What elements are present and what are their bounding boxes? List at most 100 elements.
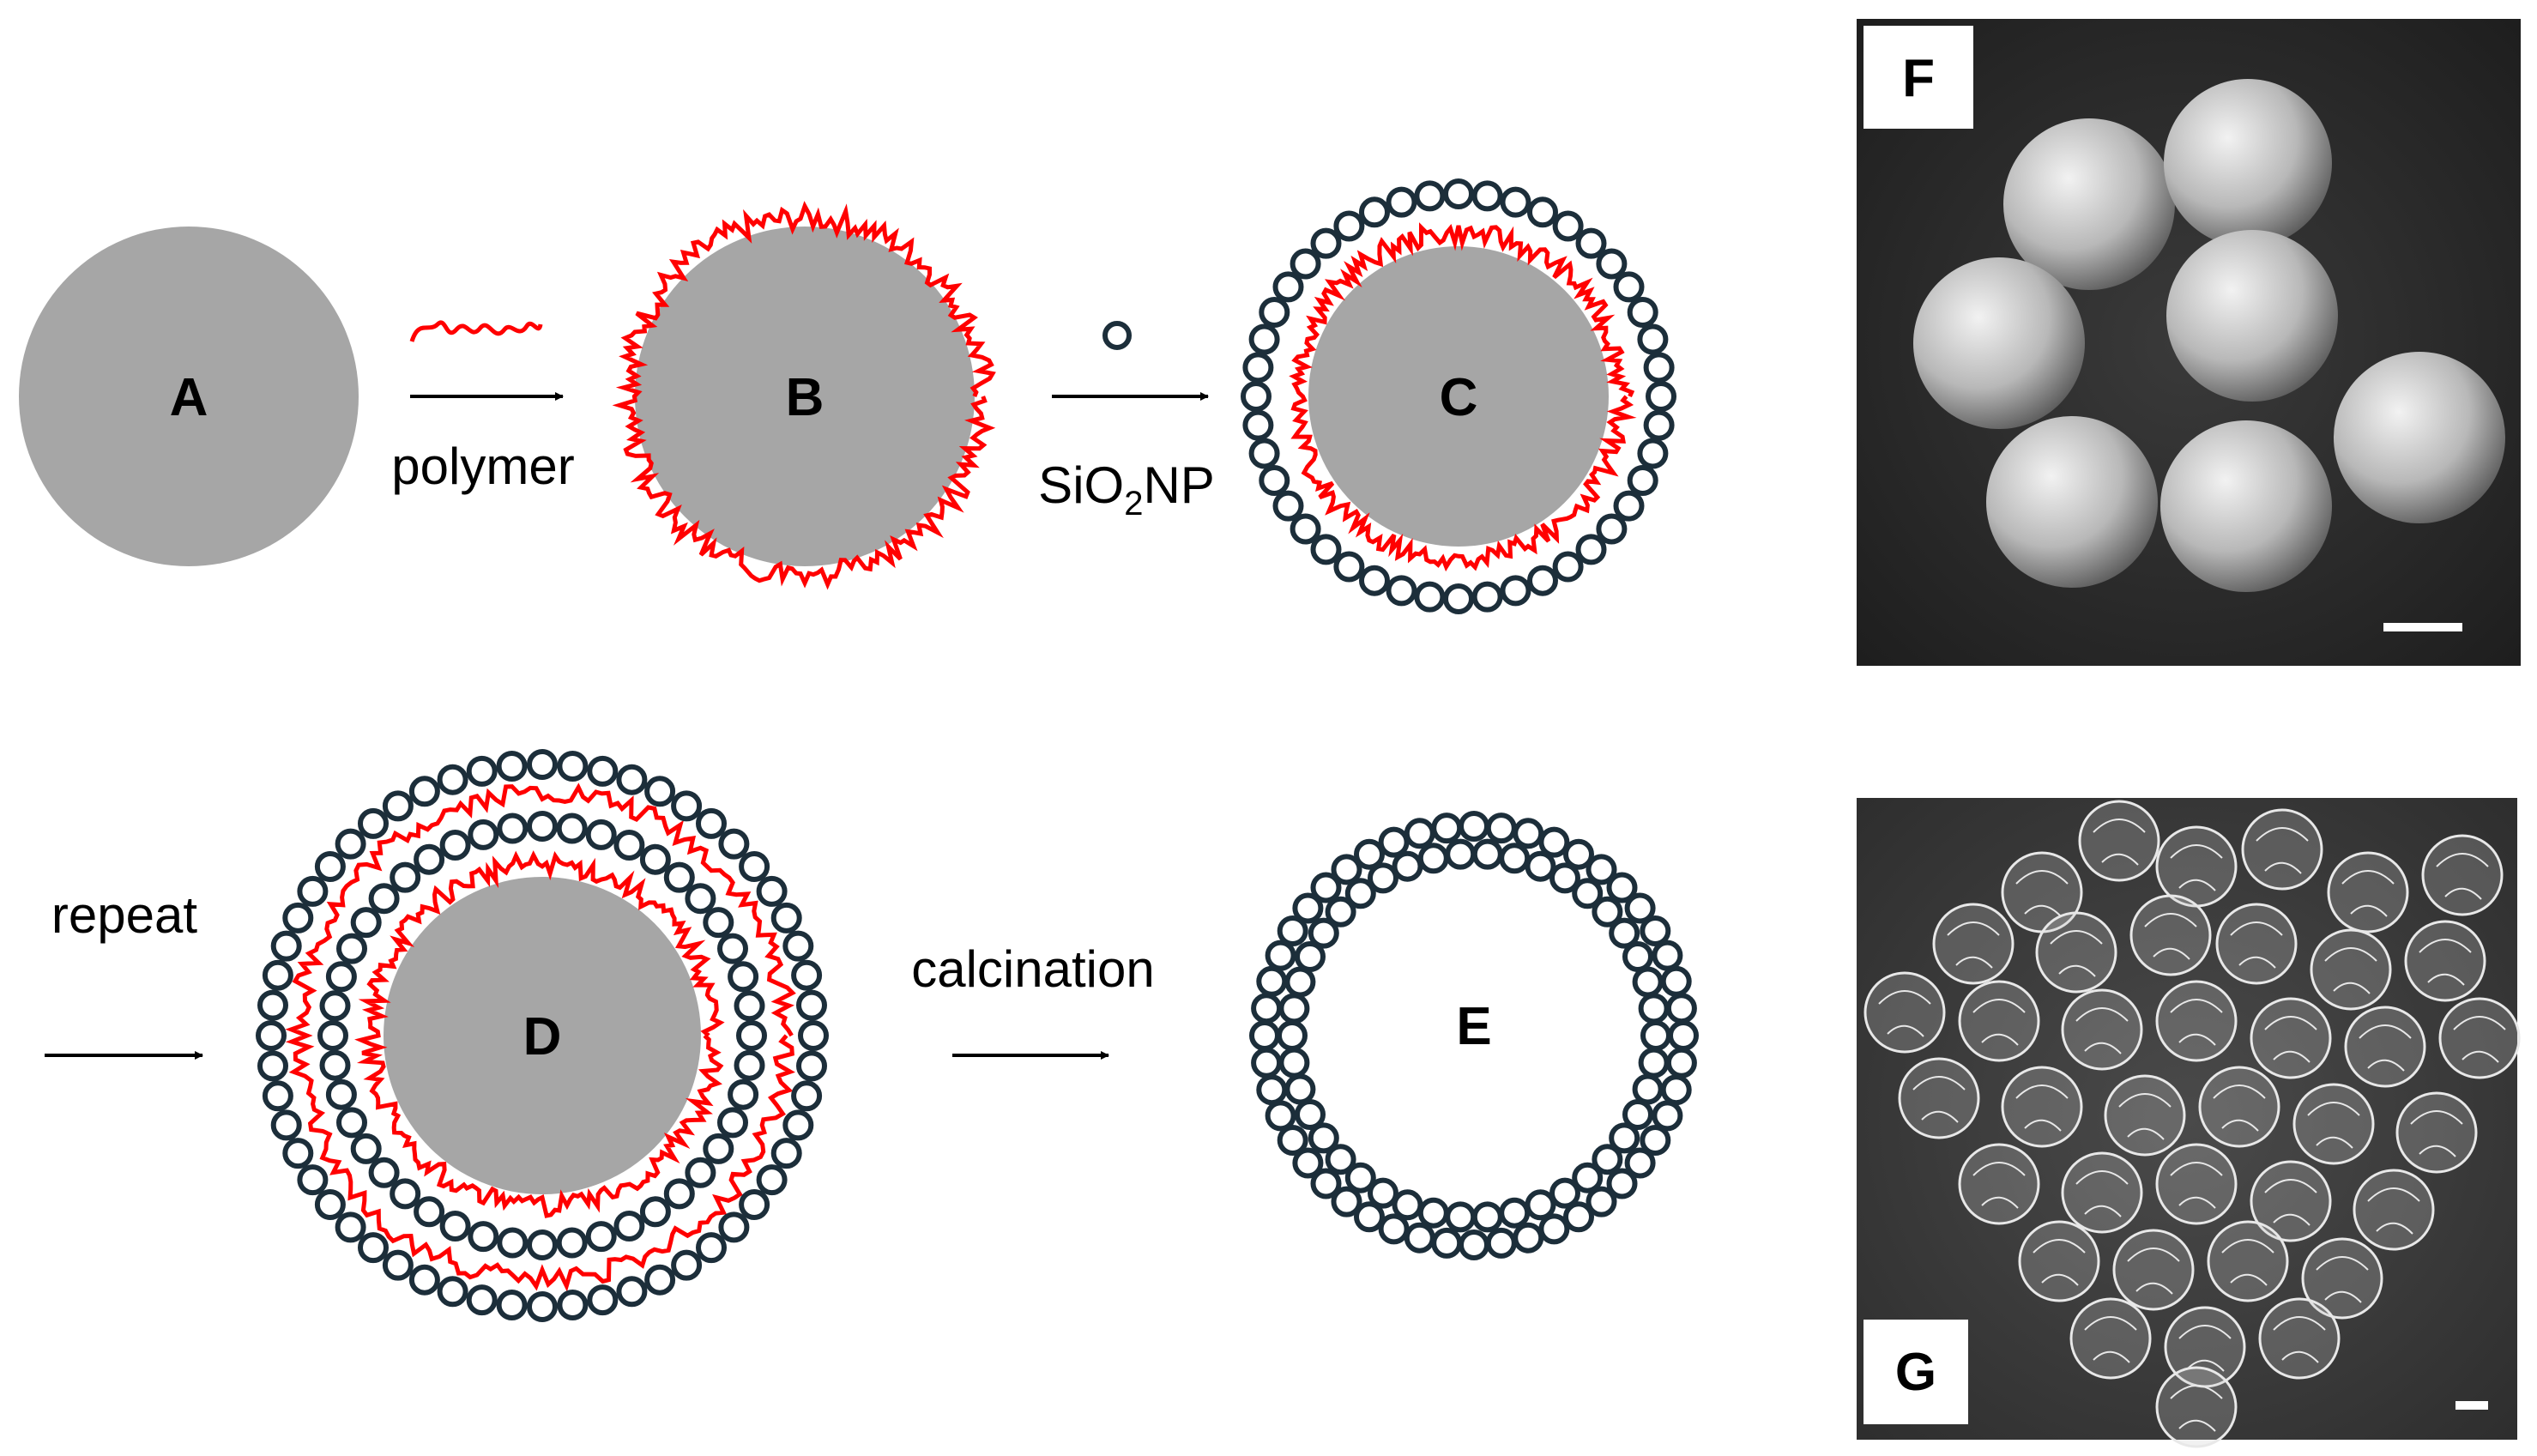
nanoparticle [262, 1080, 293, 1112]
hollow-shell-facet [2170, 1385, 2223, 1432]
nanoparticle [639, 1196, 671, 1228]
repeat-label: repeat [51, 886, 197, 944]
hollow-shell-facet [2015, 1084, 2069, 1132]
nanoparticle [1459, 1229, 1489, 1260]
hollow-shell-e-inner [1277, 838, 1671, 1233]
nanoparticle [1552, 210, 1584, 242]
nanoparticle [1592, 1144, 1623, 1175]
nanoparticle [1575, 227, 1607, 259]
nanoparticle [557, 751, 589, 782]
hollow-shell [2155, 825, 2238, 908]
nanoparticle [1256, 965, 1288, 997]
hollow-shell [1958, 980, 2040, 1062]
calcination-label: calcination [911, 940, 1155, 998]
nanoparticle [1272, 490, 1304, 522]
nanoparticle [317, 1020, 348, 1051]
nanoparticle [1284, 1073, 1316, 1105]
nanoparticle [585, 819, 617, 850]
nanoparticle [1417, 843, 1449, 874]
nanoparticle [1354, 1201, 1385, 1233]
nanoparticle [527, 811, 558, 842]
panel-letter-f: F [1902, 49, 1935, 108]
hollow-shells-g [1863, 800, 2521, 1448]
nanoparticle [1640, 1125, 1671, 1156]
nanoparticle [1277, 915, 1308, 946]
panel-c: C [1241, 178, 1676, 614]
hollow-shell-facet [2316, 1256, 2369, 1303]
polymer-layer-d-inner [354, 850, 725, 1218]
nanoparticle [739, 851, 770, 882]
microsphere [2003, 118, 2175, 290]
microsphere [2160, 420, 2332, 592]
nanoparticle [1640, 1020, 1671, 1051]
nanoparticle [1308, 1122, 1339, 1154]
nanoparticle [796, 989, 827, 1021]
hollow-shell [2001, 1066, 2083, 1148]
nanoparticle [1278, 993, 1310, 1024]
hollow-shell [2395, 1091, 2478, 1174]
polymer-layer-b [612, 201, 996, 590]
nanoparticle [1278, 1047, 1310, 1078]
nanoparticle [257, 1050, 288, 1082]
nanoparticle [1538, 1213, 1570, 1245]
hollow-shell [2215, 903, 2298, 985]
nanoparticle [390, 861, 421, 893]
nanoparticle [496, 1290, 528, 1320]
nanoparticle [1513, 1222, 1544, 1254]
nanoparticle [408, 776, 440, 807]
nanoparticle [497, 813, 529, 844]
nanoparticle [1265, 1100, 1296, 1132]
hollow-shell-facet [2273, 1316, 2326, 1363]
hollow-shell [2292, 1083, 2375, 1165]
hollow-shell [2035, 911, 2117, 994]
hollow-shell-facet [2436, 853, 2489, 900]
hollow-shell [2344, 1006, 2426, 1088]
hollow-shell [2155, 980, 2238, 1062]
hollow-shell [2250, 997, 2332, 1079]
microspheres-f [1913, 79, 2505, 592]
hollow-shell-facet [1947, 921, 2000, 969]
hollow-shell-facet [2144, 913, 2197, 960]
hollow-shell-facet [2256, 827, 2309, 874]
nanoparticle [466, 1284, 498, 1316]
nanoparticle [1500, 575, 1531, 607]
nanoparticle-shell-c [1241, 178, 1676, 614]
sio2np-step: SiO2NP [1038, 321, 1215, 523]
hollow-shell [2061, 988, 2143, 1071]
nanoparticle [1596, 248, 1628, 280]
hollow-shell [2198, 1066, 2280, 1148]
nanoparticle [1431, 813, 1463, 844]
nanoparticle [734, 1049, 765, 1081]
nanoparticle [1443, 178, 1474, 209]
nanoparticle [1344, 1162, 1376, 1193]
nanoparticle [1431, 1227, 1463, 1259]
nanoparticle [671, 1249, 703, 1281]
nanoparticle [1459, 811, 1489, 842]
hollow-shell [2438, 997, 2521, 1079]
hollow-shell [2207, 1220, 2289, 1302]
hollow-shell [2129, 894, 2212, 976]
nanoparticle [671, 790, 703, 822]
nanoparticle [663, 861, 695, 893]
hollow-shell-facet [2127, 1248, 2180, 1295]
nanoparticle [613, 1211, 645, 1242]
core-sphere-d [384, 877, 701, 1194]
nanoparticle [718, 828, 750, 860]
nanoparticle [718, 1211, 750, 1243]
nanoparticle [1251, 993, 1283, 1024]
nanoparticle [1632, 966, 1664, 998]
nanoparticle [1471, 838, 1503, 870]
nanoparticle [556, 1227, 588, 1259]
nanoparticle [350, 1133, 382, 1164]
nanoparticle [1652, 939, 1683, 971]
nanoparticle [1259, 465, 1290, 496]
hollow-shell-facet [2015, 870, 2069, 917]
nanoparticle [791, 959, 823, 991]
hollow-shell-facet [2221, 1239, 2274, 1286]
nanoparticle [728, 1078, 759, 1110]
nanoparticle [685, 1157, 716, 1188]
nanoparticle [1586, 854, 1617, 885]
nanoparticle [1272, 271, 1304, 303]
nanoparticle [1248, 438, 1280, 469]
